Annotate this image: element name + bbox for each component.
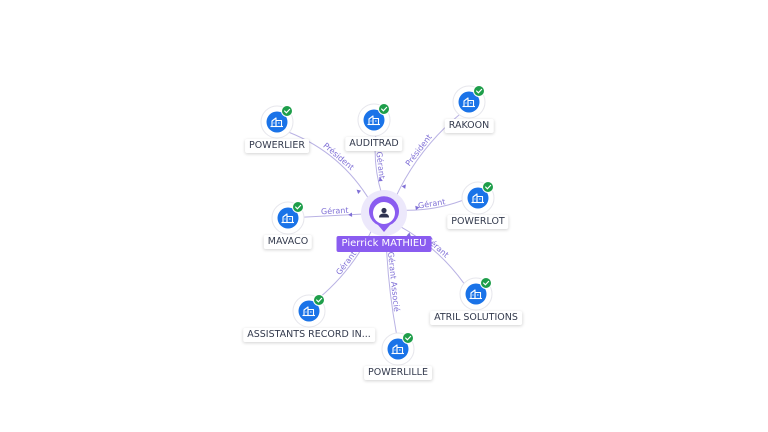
edge-mavaco [303, 213, 367, 218]
node-disc [266, 111, 288, 133]
node-disc [277, 207, 299, 229]
company-label-powerlier[interactable]: POWERLIER [245, 139, 309, 153]
edge-label-auditrad: Gérant [374, 151, 387, 179]
company-node-powerlille[interactable] [381, 332, 415, 366]
company-label-auditrad[interactable]: AUDITRAD [345, 137, 403, 151]
company-node-powerlier[interactable] [260, 105, 294, 139]
check-badge-icon [378, 103, 390, 115]
check-badge-icon [292, 201, 304, 213]
company-label-atril-solutions[interactable]: ATRIL SOLUTIONS [430, 311, 522, 325]
building-icon [391, 344, 404, 355]
company-node-powerlot[interactable] [461, 181, 495, 215]
building-icon [367, 115, 380, 126]
node-disc [363, 109, 385, 131]
node-disc [467, 187, 489, 209]
edge-label-powerlille: Gérant Associé [386, 251, 402, 312]
edge-powerlier [289, 131, 371, 202]
company-node-auditrad[interactable] [357, 103, 391, 137]
person-icon [379, 207, 389, 218]
edge-label-rakoon: Président [403, 132, 434, 168]
company-label-rakoon[interactable]: RAKOON [444, 119, 494, 133]
nodes [260, 85, 495, 366]
company-node-atril-solutions[interactable] [459, 277, 493, 311]
company-node-rakoon[interactable] [452, 85, 486, 119]
node-disc [298, 300, 320, 322]
check-badge-icon [281, 105, 293, 117]
node-disc [465, 283, 487, 305]
edge-arrow-atril-solutions [406, 232, 412, 237]
company-node-assistants-record[interactable] [292, 294, 326, 328]
company-label-mavaco[interactable]: MAVACO [263, 235, 313, 249]
edge-label-assistants-record: Gérant [334, 249, 359, 277]
node-disc [387, 338, 409, 360]
edge-atril-solutions [397, 224, 465, 284]
company-label-assistants-record[interactable]: ASSISTANTS RECORD IN... [243, 328, 375, 342]
edge-label-mavaco: Gérant [321, 205, 349, 216]
check-badge-icon [480, 277, 492, 289]
edge-arrow-powerlot [415, 205, 420, 211]
edge-arrow-mavaco [348, 212, 353, 217]
person-node[interactable] [361, 190, 407, 236]
building-icon [471, 193, 484, 204]
check-badge-icon [482, 181, 494, 193]
company-node-mavaco[interactable] [271, 201, 305, 235]
check-badge-icon [313, 294, 325, 306]
edge-arrow-rakoon [401, 184, 406, 189]
edge-arrow-auditrad [378, 177, 383, 182]
company-label-powerlille[interactable]: POWERLILLE [364, 366, 432, 380]
person-label[interactable]: Pierrick MATHIEU [336, 236, 432, 252]
edge-powerlot [401, 200, 463, 211]
node-disc [458, 91, 480, 113]
edge-label-powerlot: Gérant [417, 196, 446, 210]
check-badge-icon [473, 85, 485, 97]
company-label-powerlot[interactable]: POWERLOT [447, 215, 509, 229]
check-badge-icon [402, 332, 414, 344]
edge-assistants-record [318, 227, 374, 299]
building-icon [281, 213, 294, 224]
edge-arrow-powerlier [356, 189, 362, 194]
building-icon [302, 306, 315, 317]
building-icon [462, 97, 475, 108]
building-icon [270, 117, 283, 128]
building-icon [469, 289, 482, 300]
